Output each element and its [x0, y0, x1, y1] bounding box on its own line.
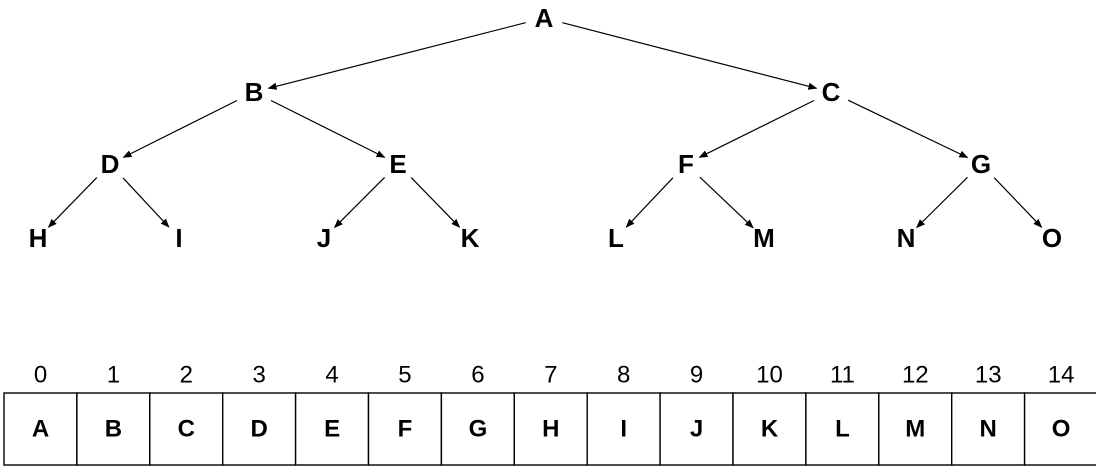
edge-a-to-b [267, 22, 526, 90]
array-index-12: 12 [902, 362, 929, 389]
tree-node-i: I [175, 223, 182, 253]
edge-g-to-n [916, 176, 968, 229]
tree-node-g: G [971, 149, 991, 179]
edge-b-to-d [122, 99, 238, 158]
tree-node-c: C [822, 77, 841, 107]
array-cell-14: O [1052, 416, 1071, 443]
edge-e-to-j [333, 176, 386, 229]
tree-node-m: M [753, 223, 775, 253]
edge-f-to-l [625, 177, 674, 228]
array-cell-box-5 [367, 392, 443, 466]
array-cell-2: C [178, 416, 195, 443]
tree-node-b: B [245, 77, 264, 107]
edge-b-to-e [270, 99, 386, 158]
array-cell-8: I [620, 416, 627, 443]
edge-e-to-k [410, 177, 461, 228]
array-cell-box-4 [294, 392, 370, 466]
array-cell-13: N [980, 416, 997, 443]
tree-node-o: O [1042, 223, 1062, 253]
array-index-2: 2 [180, 362, 193, 389]
tree-nodes: A B C D E F G H I J K L M N O [29, 3, 1063, 253]
edge-d-to-i [122, 177, 170, 228]
array-index-9: 9 [690, 362, 703, 389]
tree-node-a: A [535, 3, 554, 33]
tree-node-k: K [461, 223, 480, 253]
array-cell-box-2 [149, 392, 224, 466]
array-index-13: 13 [975, 362, 1002, 389]
array-index-4: 4 [325, 362, 338, 389]
array-index-6: 6 [471, 362, 484, 389]
array-cell-0: A [32, 416, 49, 443]
array-cell-10: K [761, 416, 779, 443]
array-cell-box-0 [3, 392, 78, 466]
array-cell-box-1 [76, 392, 151, 466]
tree-node-d: D [101, 149, 120, 179]
array-index-1: 1 [107, 362, 120, 389]
tree-node-h: H [29, 223, 48, 253]
array-cell-box-10 [732, 392, 807, 466]
edge-c-to-f [698, 99, 815, 158]
array-cell-3: D [251, 416, 268, 443]
array-cell-box-9 [659, 392, 734, 466]
tree-node-f: F [678, 149, 694, 179]
array-cell-11: L [835, 416, 850, 443]
array-cell-4: E [324, 416, 340, 443]
array-cell-5: F [398, 416, 413, 443]
array-cell-7: H [542, 416, 559, 443]
array-cell-12: M [905, 416, 925, 443]
array-index-0: 0 [34, 362, 47, 389]
edge-a-to-c [562, 22, 818, 90]
edge-g-to-o [993, 177, 1043, 228]
array-cell-box-6 [440, 392, 515, 466]
tree-node-e: E [389, 149, 406, 179]
array-index-8: 8 [617, 362, 630, 389]
edge-d-to-h [47, 177, 98, 228]
tree-node-j: J [317, 223, 331, 253]
edge-c-to-g [847, 99, 969, 159]
array-index-5: 5 [398, 362, 411, 389]
array-cell-box-14 [1023, 392, 1096, 466]
array-cell-box-12 [878, 392, 953, 466]
array-index-11: 11 [830, 362, 855, 389]
array-cell-box-11 [805, 392, 880, 466]
array-index-14: 14 [1048, 362, 1075, 389]
array-cell-box-8 [586, 392, 661, 466]
tree-node-l: L [608, 223, 624, 253]
edge-f-to-m [699, 176, 754, 229]
array-index-10: 10 [756, 362, 783, 389]
array-cell-box-3 [221, 392, 297, 466]
tree-edges [47, 22, 1043, 229]
array-cell-1: B [105, 416, 122, 443]
tree-node-n: N [897, 223, 916, 253]
array-cell-6: G [469, 416, 488, 443]
array-index-7: 7 [544, 362, 557, 389]
array-cells: A B C D E F G H I J K L M N O [3, 392, 1096, 466]
array-cell-9: J [690, 416, 703, 443]
array-index-3: 3 [253, 362, 266, 389]
